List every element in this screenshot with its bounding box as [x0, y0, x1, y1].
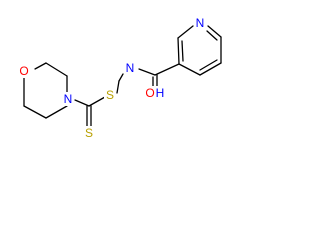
bond-amide-n-carbonyl-c	[138, 68, 156, 76]
bond-py-n1-c6	[207, 25, 222, 38]
bond-py-c5-c4	[199, 62, 222, 76]
atom-n-amide: N	[126, 61, 135, 75]
atom-labels: O N S S N O H N	[18, 16, 206, 140]
bond-ch2-amide-n	[118, 73, 124, 82]
bond-n-c-bottom	[45, 105, 68, 119]
atom-n-pyridine: N	[196, 16, 205, 30]
atom-s-thioester: S	[106, 88, 114, 102]
bond-c-c-top	[45, 62, 68, 77]
bond-o-c-upper-left	[34, 62, 47, 70]
atom-s-thione: S	[85, 126, 93, 140]
bond-carbonyl-pyridine	[154, 63, 180, 76]
bond-c-c-left	[23, 105, 47, 119]
bond-py-n1-c6-inner	[206, 30, 218, 41]
atom-n-morpholine: N	[64, 92, 73, 106]
bond-s-ch2	[116, 80, 120, 94]
atom-h-amide: H	[156, 86, 165, 100]
bond-py-c2-n1	[177, 25, 194, 39]
bond-c-thioester-s	[88, 96, 106, 107]
bond-py-c5-c4-inner	[199, 59, 218, 71]
atom-o-carbonyl: O	[145, 86, 154, 100]
bond-n-thiocarbonyl-c	[74, 99, 90, 107]
bond-py-c3-c2	[177, 37, 180, 65]
bond-skeleton	[23, 25, 222, 127]
atom-o-morpholine: O	[19, 64, 28, 78]
bond-py-c3-c2-inner	[181, 40, 184, 62]
bond-py-c4-c3	[178, 63, 201, 76]
molecule-structure: O N S S N O H N	[18, 16, 222, 140]
